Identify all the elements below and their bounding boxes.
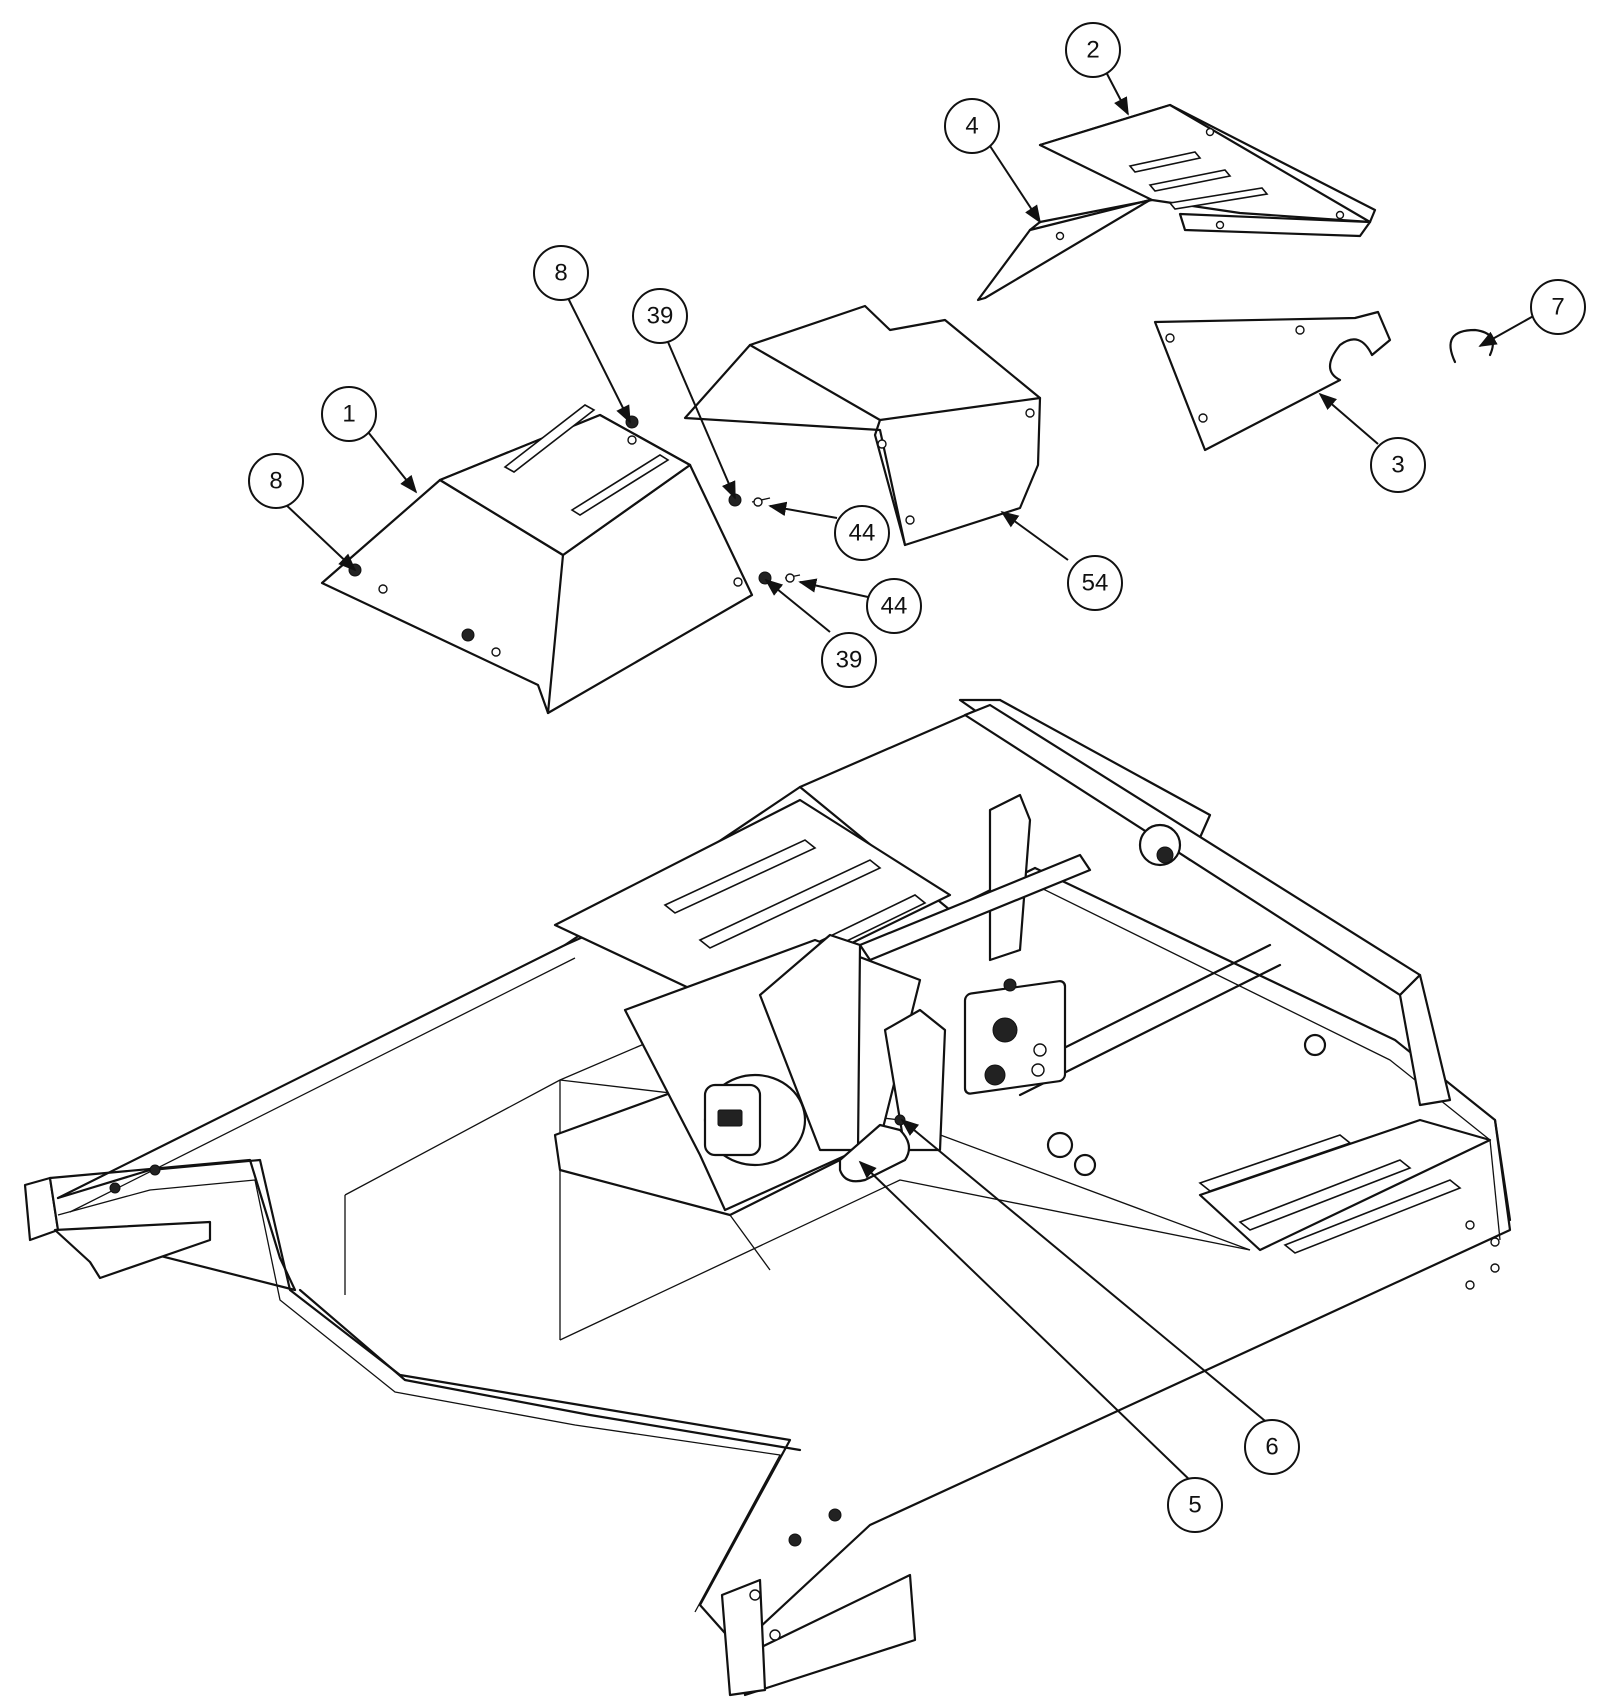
mower-deck	[23, 698, 1512, 1697]
callout-7: 7	[1530, 279, 1586, 335]
svg-text:8: 8	[269, 468, 282, 495]
callout-2: 2	[1065, 22, 1121, 78]
leader-lines	[282, 69, 1538, 1486]
svg-text:44: 44	[849, 520, 876, 547]
callout-8-left: 8	[248, 453, 304, 509]
callout-1: 1	[321, 386, 377, 442]
part-54-shield	[683, 304, 1042, 547]
svg-text:6: 6	[1265, 1434, 1278, 1461]
part-3-plate	[1153, 310, 1392, 452]
callout-5: 5	[1167, 1477, 1223, 1533]
svg-text:8: 8	[554, 260, 567, 287]
svg-text:2: 2	[1086, 37, 1099, 64]
callout-39-top: 39	[632, 288, 688, 344]
svg-text:4: 4	[965, 113, 978, 140]
callout-44-top: 44	[834, 505, 890, 561]
callout-44-bottom: 44	[866, 578, 922, 634]
svg-text:44: 44	[881, 593, 908, 620]
part-1-shield	[320, 404, 754, 715]
part-7-clip	[1449, 328, 1494, 364]
callout-6: 6	[1244, 1419, 1300, 1475]
callout-39-bottom: 39	[821, 632, 877, 688]
callout-54: 54	[1067, 555, 1123, 611]
svg-text:54: 54	[1082, 570, 1109, 597]
svg-text:39: 39	[647, 303, 674, 330]
callout-4: 4	[944, 98, 1000, 154]
svg-text:3: 3	[1391, 452, 1404, 479]
svg-text:1: 1	[342, 401, 355, 428]
svg-text:39: 39	[836, 647, 863, 674]
svg-text:5: 5	[1188, 1492, 1201, 1519]
callout-8-top: 8	[533, 245, 589, 301]
svg-text:7: 7	[1551, 294, 1564, 321]
part-2-4-shield	[976, 103, 1377, 302]
callout-3: 3	[1370, 437, 1426, 493]
